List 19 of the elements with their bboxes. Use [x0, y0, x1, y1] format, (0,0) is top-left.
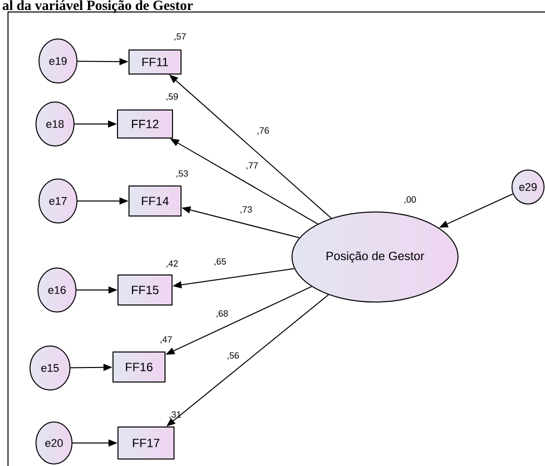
edge-label: ,56	[228, 352, 239, 360]
edge-label: ,65	[214, 258, 226, 266]
variable-box: FF12	[117, 110, 173, 138]
variable-box: FF11	[128, 50, 182, 74]
edge-label: ,77	[246, 162, 258, 170]
estimate-label: ,42	[166, 260, 178, 268]
variable-box: FF14	[128, 186, 182, 216]
estimate-label: ,59	[166, 93, 178, 101]
estimate-label: ,47	[160, 336, 172, 344]
variable-box: FF16	[112, 352, 166, 382]
estimate-label: ,57	[174, 33, 186, 41]
variable-box: FF15	[118, 274, 172, 306]
estimate-label: ,00	[404, 196, 416, 204]
edge-label: ,73	[240, 206, 252, 214]
estimate-label: ,53	[176, 170, 188, 178]
edge-label: ,68	[216, 310, 228, 318]
edge-label: ,76	[258, 127, 269, 135]
variable-box: FF17	[118, 426, 174, 460]
title: al da variável Posição de Gestor	[2, 0, 193, 13]
